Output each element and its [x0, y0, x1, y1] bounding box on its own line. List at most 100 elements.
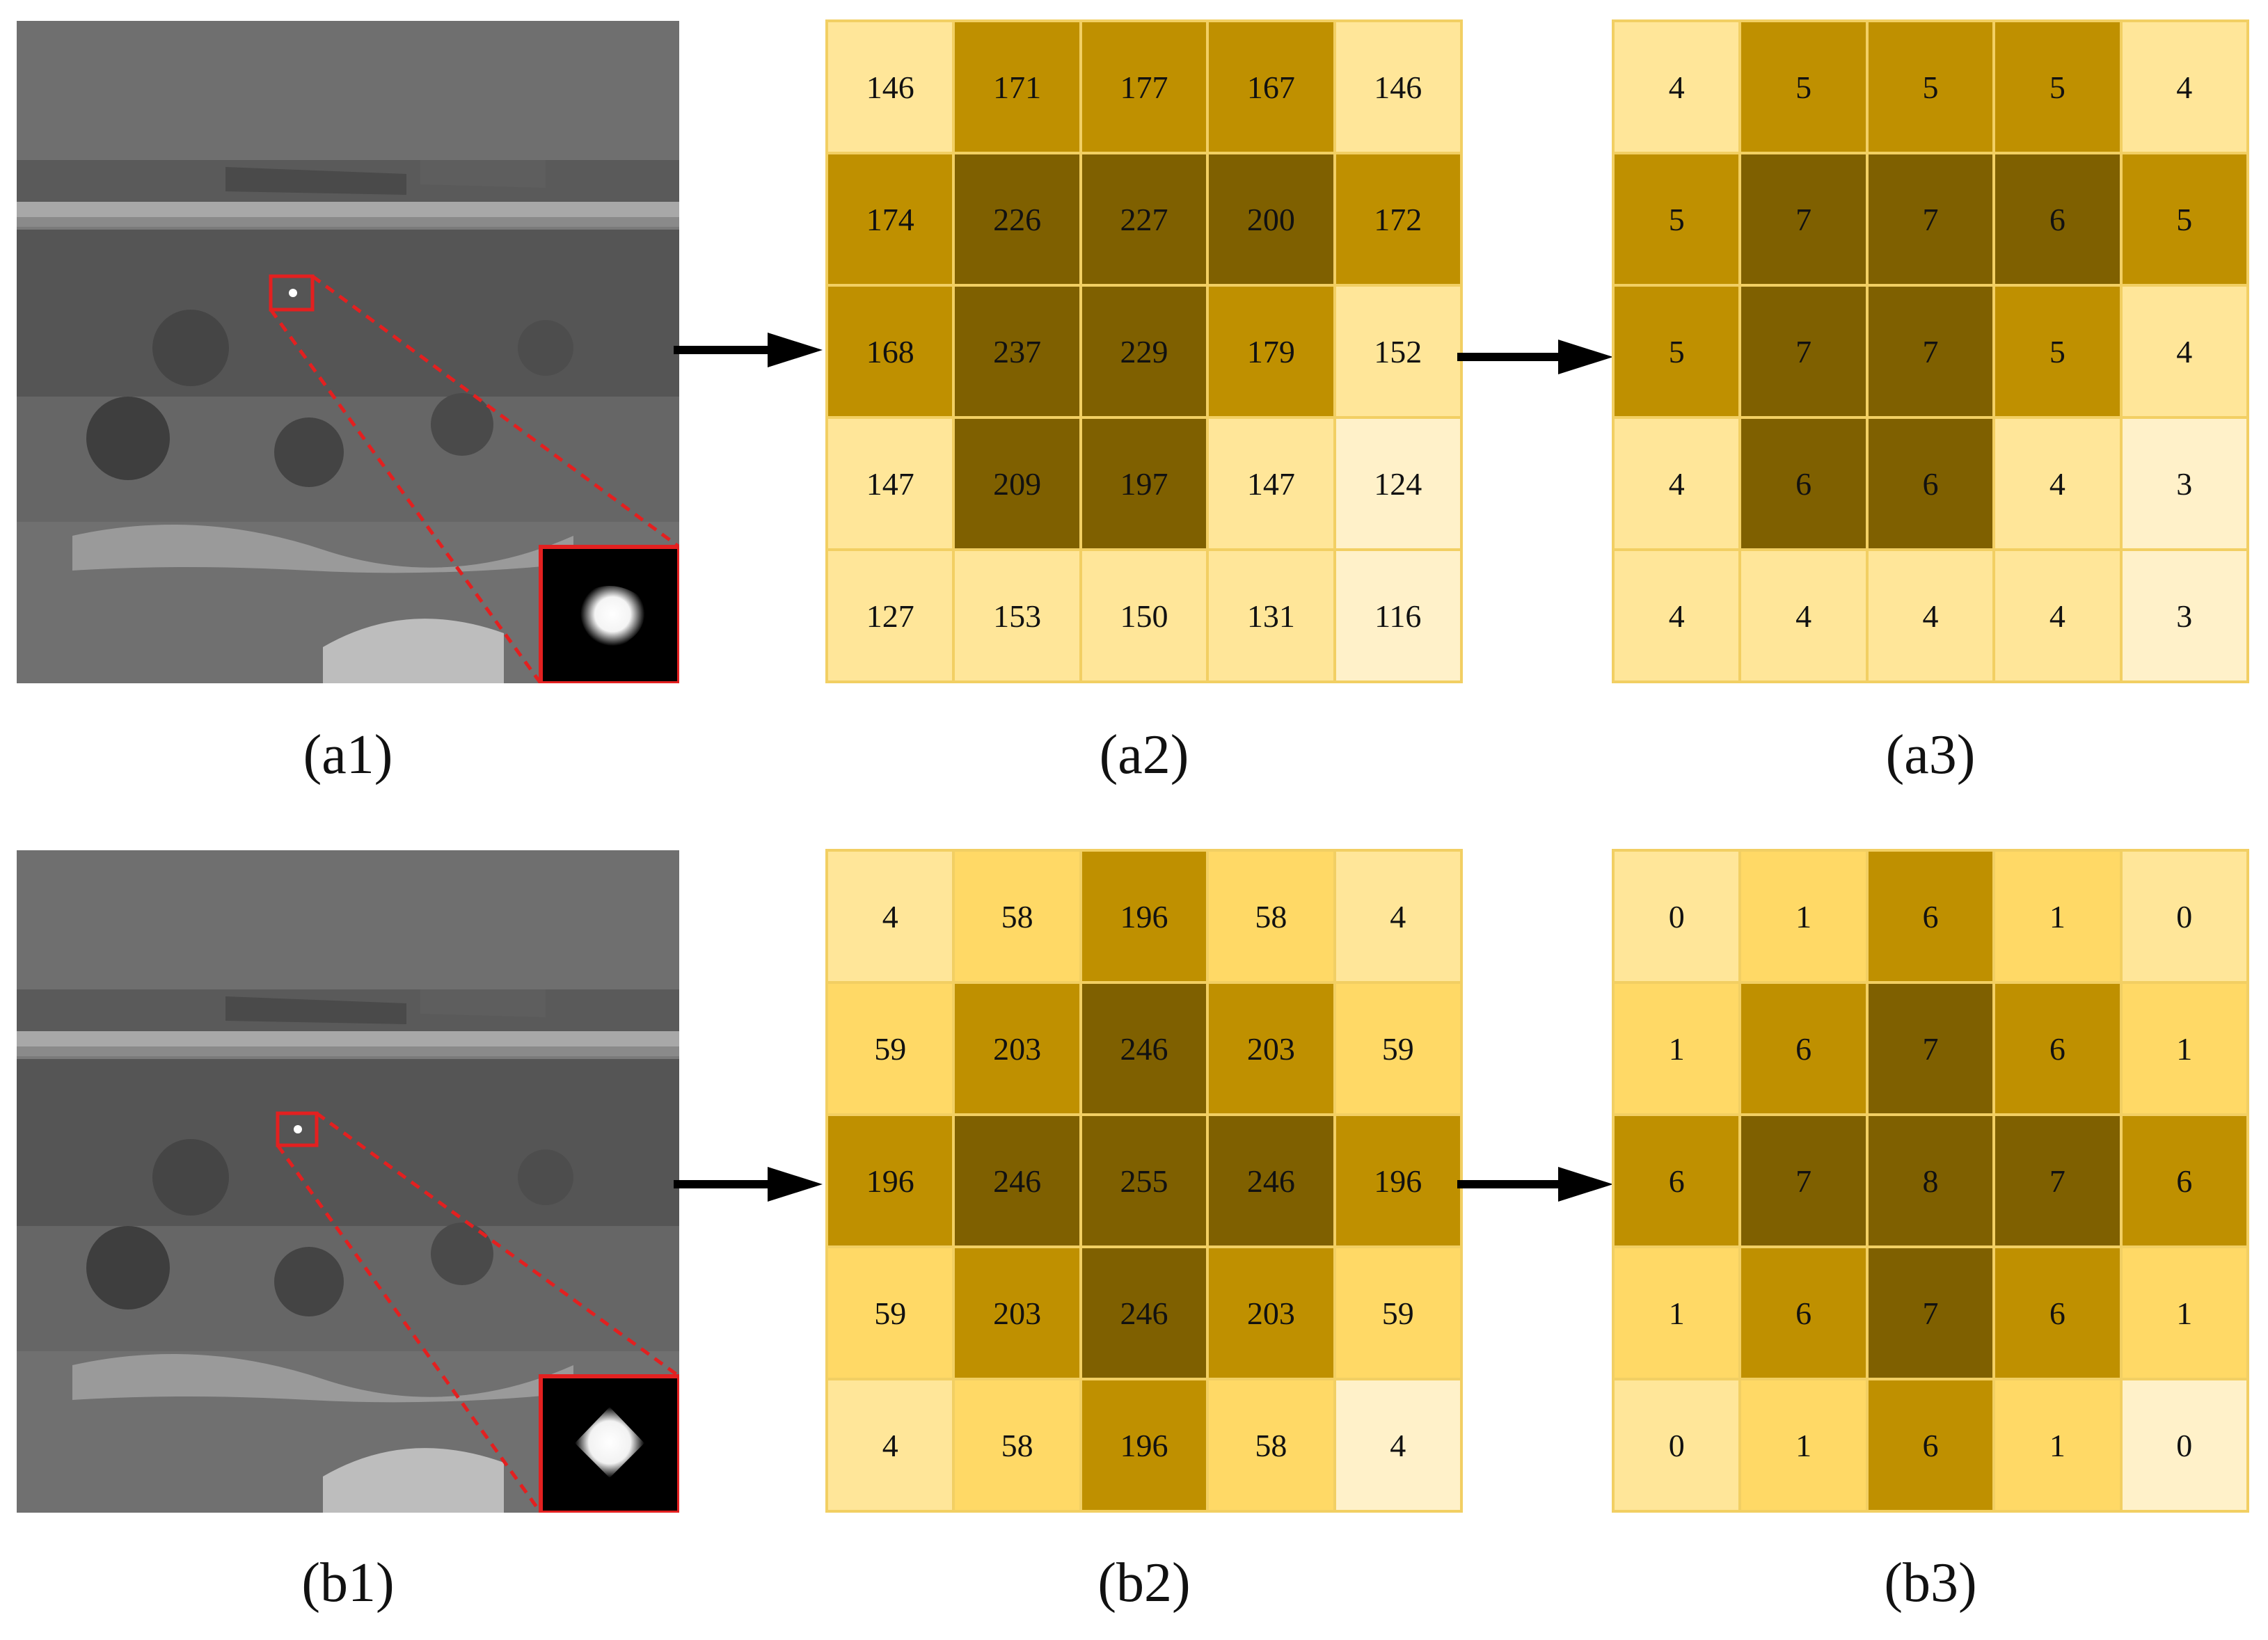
grid-cell: 58	[955, 852, 1079, 981]
grid-cell: 203	[955, 1248, 1079, 1378]
grid-cell: 6	[1995, 154, 2120, 284]
grid-cell: 4	[1615, 22, 1739, 152]
grid-cell: 0	[1615, 1380, 1739, 1510]
grid-cell: 226	[955, 154, 1079, 284]
caption-b2: (b2)	[1097, 1552, 1191, 1614]
grid-cell: 4	[2122, 22, 2246, 152]
grid-cell: 237	[955, 287, 1079, 416]
grid-cell: 5	[1995, 287, 2120, 416]
grid-cell: 59	[828, 984, 953, 1113]
arrow-b2-to-b3	[1457, 1167, 1613, 1202]
grid-cell: 0	[1615, 852, 1739, 981]
grid-cell: 6	[1868, 852, 1993, 981]
grid-cell: 1	[1741, 1380, 1866, 1510]
grid-cell: 4	[1335, 852, 1460, 981]
caption-a1: (a1)	[303, 724, 393, 786]
grid-cell: 5	[1615, 287, 1739, 416]
grid-cell: 5	[1995, 22, 2120, 152]
grid-cell: 146	[1335, 22, 1460, 152]
grid-cell: 255	[1081, 1116, 1207, 1245]
grid-cell: 8	[1868, 1116, 1993, 1245]
infrared-scene-b1	[17, 850, 679, 1513]
grid-cell: 58	[1209, 852, 1333, 981]
grid-cell: 7	[1868, 1248, 1993, 1378]
panel-b1-infrared-image	[17, 850, 679, 1513]
grid-cell: 7	[1868, 154, 1993, 284]
grid-cell: 4	[1615, 551, 1739, 680]
grid-cell: 246	[1209, 1116, 1333, 1245]
grid-cell: 5	[2122, 154, 2246, 284]
grid-cell: 229	[1081, 287, 1207, 416]
grid-cell: 246	[955, 1116, 1079, 1245]
grid-cell: 171	[955, 22, 1079, 152]
grid-cell: 203	[955, 984, 1079, 1113]
grid-cell: 7	[1741, 1116, 1866, 1245]
grid-cell: 3	[2122, 551, 2246, 680]
grid-cell: 196	[1081, 1380, 1207, 1510]
grid-cell: 196	[828, 1116, 953, 1245]
grid-cell: 6	[2122, 1116, 2246, 1245]
grid-cell: 4	[1868, 551, 1993, 680]
grid-cell: 59	[1335, 1248, 1460, 1378]
grid-cell: 146	[828, 22, 953, 152]
grid-cell: 153	[955, 551, 1079, 680]
grid-cell: 1	[1615, 984, 1739, 1113]
grid-cell: 1	[1741, 852, 1866, 981]
grid-cell: 59	[1335, 984, 1460, 1113]
arrow-a2-to-a3	[1457, 340, 1613, 374]
caption-b3: (b3)	[1884, 1552, 1977, 1614]
grid-cell: 3	[2122, 419, 2246, 548]
grid-cell: 5	[1615, 154, 1739, 284]
grid-cell: 4	[1335, 1380, 1460, 1510]
grid-cell: 177	[1081, 22, 1207, 152]
grid-cell: 58	[955, 1380, 1079, 1510]
grid-cell: 5	[1868, 22, 1993, 152]
panel-a1-infrared-image	[17, 21, 679, 683]
grid-cell: 246	[1081, 1248, 1207, 1378]
grid-cell: 1	[1615, 1248, 1739, 1378]
grid-cell: 174	[828, 154, 953, 284]
grid-cell: 4	[1615, 419, 1739, 548]
caption-a2: (a2)	[1099, 724, 1189, 786]
grid-cell: 59	[828, 1248, 953, 1378]
grid-cell: 127	[828, 551, 953, 680]
grid-cell: 124	[1335, 419, 1460, 548]
grid-cell: 172	[1335, 154, 1460, 284]
grid-cell: 6	[1741, 984, 1866, 1113]
grid-cell: 203	[1209, 984, 1333, 1113]
grid-cell: 4	[2122, 287, 2246, 416]
grid-cell: 0	[2122, 852, 2246, 981]
grid-cell: 58	[1209, 1380, 1333, 1510]
grid-cell: 6	[1995, 984, 2120, 1113]
arrow-a1-to-a2	[674, 333, 823, 367]
grid-cell: 6	[1741, 1248, 1866, 1378]
arrow-b1-to-b2	[674, 1167, 823, 1202]
grid-cell: 1	[1995, 852, 2120, 981]
grid-cell: 209	[955, 419, 1079, 548]
grid-cell: 152	[1335, 287, 1460, 416]
grid-cell: 4	[1995, 419, 2120, 548]
grid-cell: 7	[1995, 1116, 2120, 1245]
grid-cell: 6	[1868, 1380, 1993, 1510]
grid-cell: 196	[1335, 1116, 1460, 1245]
grid-cell: 6	[1868, 419, 1993, 548]
grid-cell: 203	[1209, 1248, 1333, 1378]
grid-cell: 6	[1741, 419, 1866, 548]
caption-b1: (b1)	[301, 1552, 395, 1614]
grid-cell: 5	[1741, 22, 1866, 152]
grid-cell: 167	[1209, 22, 1333, 152]
grid-cell: 200	[1209, 154, 1333, 284]
infrared-scene-a1	[17, 21, 679, 683]
grid-cell: 4	[1995, 551, 2120, 680]
grid-cell: 1	[2122, 1248, 2246, 1378]
grid-cell: 179	[1209, 287, 1333, 416]
grid-cell: 168	[828, 287, 953, 416]
grid-cell: 7	[1741, 287, 1866, 416]
grid-cell: 131	[1209, 551, 1333, 680]
grid-cell: 7	[1741, 154, 1866, 284]
grid-cell: 150	[1081, 551, 1207, 680]
